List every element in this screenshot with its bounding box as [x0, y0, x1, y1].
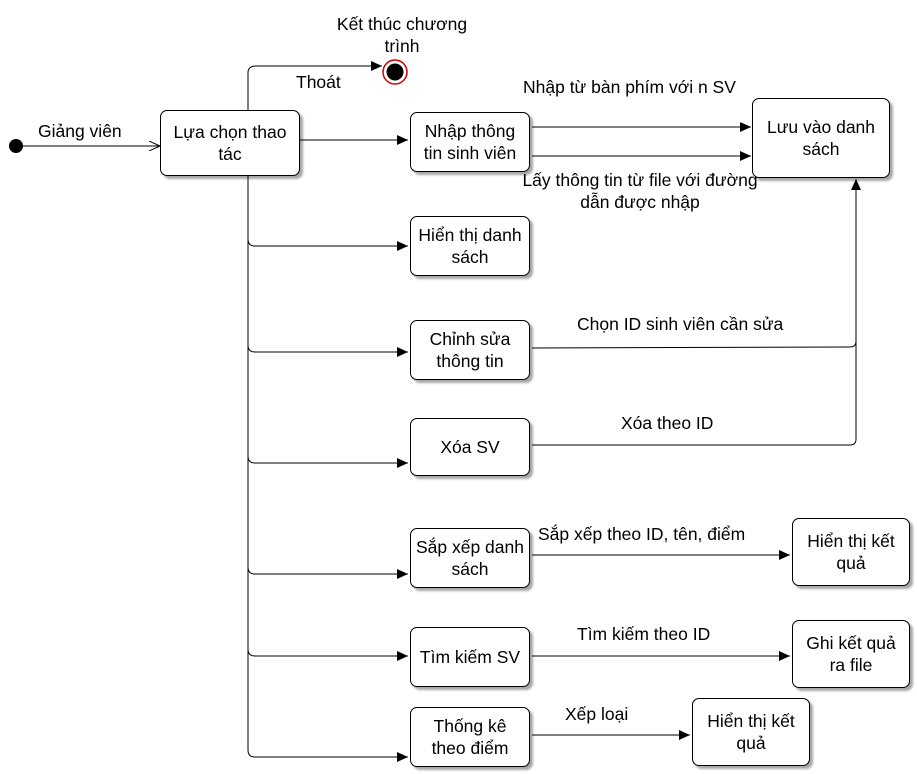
edge-delete-save — [532, 340, 857, 446]
final-node — [386, 63, 404, 81]
state-search-student: Tìm kiếm SV — [410, 627, 530, 687]
edge-to-sort — [247, 566, 408, 579]
state-write-file: Ghi kết quả ra file — [792, 620, 910, 688]
start-label: Giảng viên — [38, 121, 122, 141]
edge-to-display — [247, 238, 408, 251]
state-input-student: Nhập thông tin sinh viên — [410, 112, 530, 172]
state-edit-info: Chỉnh sửa thông tin — [410, 320, 530, 380]
edge-to-delete — [247, 455, 408, 468]
initial-node — [9, 139, 23, 153]
state-stats-score: Thống kê theo điểm — [410, 707, 530, 767]
end-label: Kết thúc chương trình — [336, 14, 468, 56]
exit-label: Thoát — [296, 72, 341, 92]
label-file: Lấy thông tin từ file với đường dẫn được… — [522, 170, 758, 212]
state-display-list: Hiển thị danh sách — [410, 216, 530, 276]
label-delete-by-id: Xóa theo ID — [621, 413, 714, 433]
state-stats-result: Hiển thị kết quả — [692, 698, 810, 766]
label-sort-by: Sắp xếp theo ID, tên, điểm — [538, 524, 746, 544]
label-keyboard: Nhập từ bàn phím với n SV — [523, 77, 736, 97]
state-delete-student: Xóa SV — [410, 418, 530, 476]
edge-to-search — [247, 648, 408, 661]
label-classify: Xếp loại — [565, 704, 629, 724]
label-edit-by-id: Chọn ID sinh viên cần sửa — [577, 314, 784, 334]
state-sort-list: Sắp xếp danh sách — [410, 528, 530, 588]
label-search-by-id: Tìm kiếm theo ID — [577, 624, 711, 644]
state-save-list: Lưu vào danh sách — [752, 98, 890, 178]
state-sort-result: Hiển thị kết quả — [792, 518, 910, 586]
edge-to-stats — [247, 749, 408, 762]
state-choose-action: Lựa chọn thao tác — [160, 110, 300, 176]
edge-exit — [247, 61, 382, 110]
edge-to-edit — [247, 344, 408, 357]
